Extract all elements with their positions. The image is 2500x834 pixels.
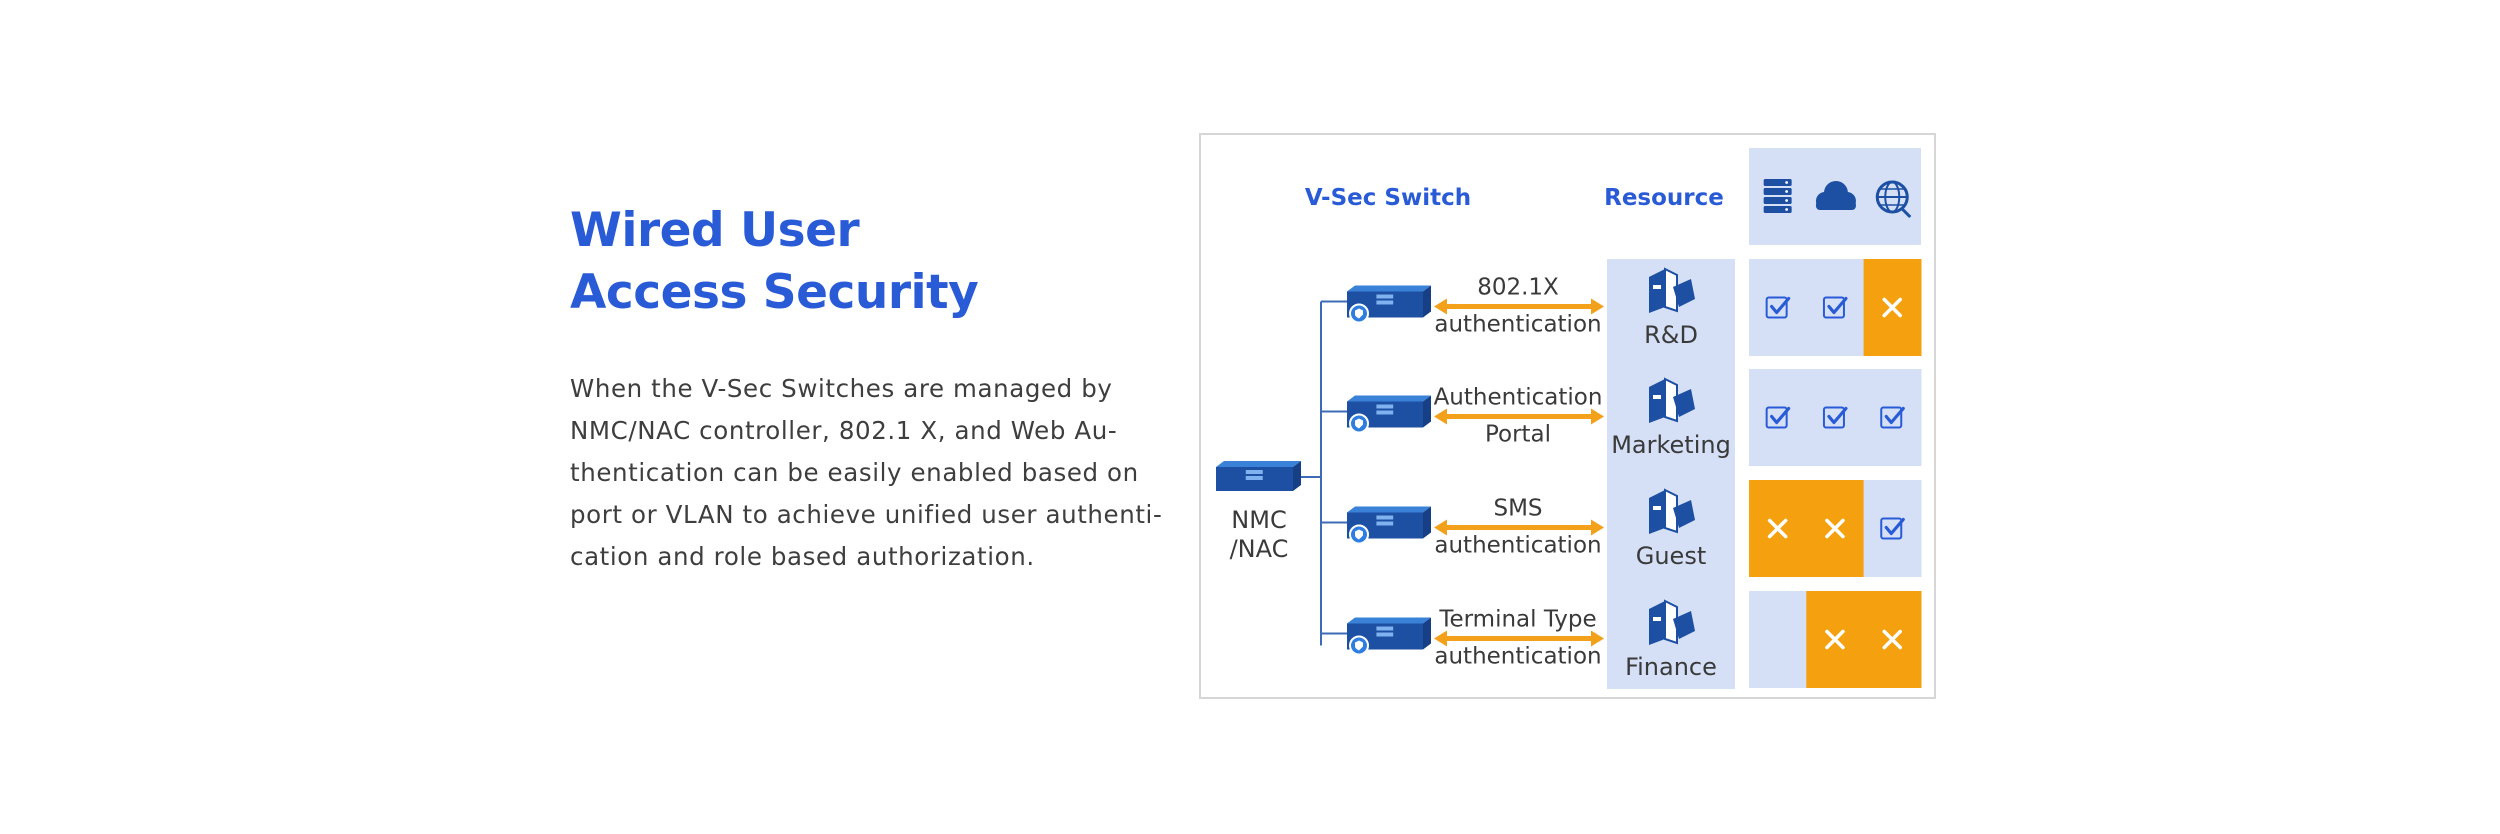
arrow-head-left	[1434, 519, 1447, 536]
header-resource: Resource	[1604, 185, 1724, 211]
description-line: cation and role based authorization.	[570, 542, 1035, 571]
deny-icon	[1825, 518, 1845, 539]
check-icon	[1765, 406, 1791, 429]
user-group-icon	[1649, 377, 1695, 423]
check-icon	[1822, 296, 1848, 319]
auth-method-label: Portal	[1485, 422, 1551, 448]
title-line-2: Access Security	[570, 265, 979, 320]
page-title: Wired User Access Security	[570, 200, 979, 324]
auth-method-label: Terminal Type	[1438, 607, 1596, 633]
controller-label: /NAC	[1230, 535, 1289, 563]
access-cell	[1806, 259, 1865, 356]
cloud-icon	[1815, 181, 1856, 210]
controller-label: NMC	[1231, 506, 1286, 534]
shield-icon	[1349, 635, 1369, 656]
user-group-icon	[1649, 267, 1695, 313]
deny-icon	[1882, 297, 1902, 318]
description-line: When the V-Sec Switches are managed by	[570, 374, 1113, 403]
globe-icon	[1875, 180, 1912, 219]
auth-method-label: 802.1X	[1477, 275, 1559, 301]
user-group-label: Marketing	[1611, 431, 1731, 459]
access-cell	[1749, 369, 1807, 466]
arrow-head-left	[1434, 630, 1447, 647]
access-cell	[1806, 369, 1865, 466]
user-group-icon	[1649, 599, 1695, 645]
shield-icon	[1349, 524, 1369, 545]
access-cell	[1863, 369, 1922, 466]
auth-method-label: authentication	[1434, 312, 1601, 338]
controller-device	[1216, 461, 1301, 491]
shield-icon	[1349, 413, 1369, 434]
check-icon	[1822, 406, 1848, 429]
arrow-head-right	[1591, 630, 1604, 647]
check-icon	[1880, 406, 1905, 429]
user-group-label: Finance	[1625, 653, 1717, 681]
description-line: thentication can be easily enabled based…	[570, 458, 1139, 487]
description-line: port or VLAN to achieve unified user aut…	[570, 500, 1163, 529]
description: When the V-Sec Switches are managed by N…	[570, 368, 1163, 578]
deny-icon	[1825, 629, 1845, 650]
check-icon	[1880, 517, 1905, 540]
user-group-label: Guest	[1636, 542, 1707, 570]
shield-icon	[1349, 303, 1369, 324]
access-cell	[1863, 480, 1922, 577]
auth-method-label: Authentication	[1434, 385, 1603, 411]
user-group-label: R&D	[1644, 321, 1698, 349]
header-vsec-switch: V-Sec Switch	[1305, 185, 1471, 211]
arrow-head-right	[1591, 298, 1604, 315]
arrow-head-right	[1591, 519, 1604, 536]
server-icon	[1763, 179, 1792, 213]
deny-icon	[1767, 518, 1788, 539]
auth-method-label: authentication	[1434, 644, 1601, 670]
auth-method-label: SMS	[1493, 496, 1542, 522]
description-line: NMC/NAC controller, 802.1 X, and Web Au-	[570, 416, 1118, 445]
title-line-1: Wired User	[570, 203, 860, 258]
arrow-head-left	[1434, 298, 1447, 315]
deny-icon	[1882, 629, 1902, 650]
user-group-icon	[1649, 488, 1695, 534]
arrow-head-right	[1591, 408, 1604, 425]
access-cell	[1749, 591, 1807, 688]
access-cell	[1749, 259, 1807, 356]
auth-method-label: authentication	[1434, 533, 1601, 559]
arrow-head-left	[1434, 408, 1447, 425]
check-icon	[1765, 296, 1791, 319]
